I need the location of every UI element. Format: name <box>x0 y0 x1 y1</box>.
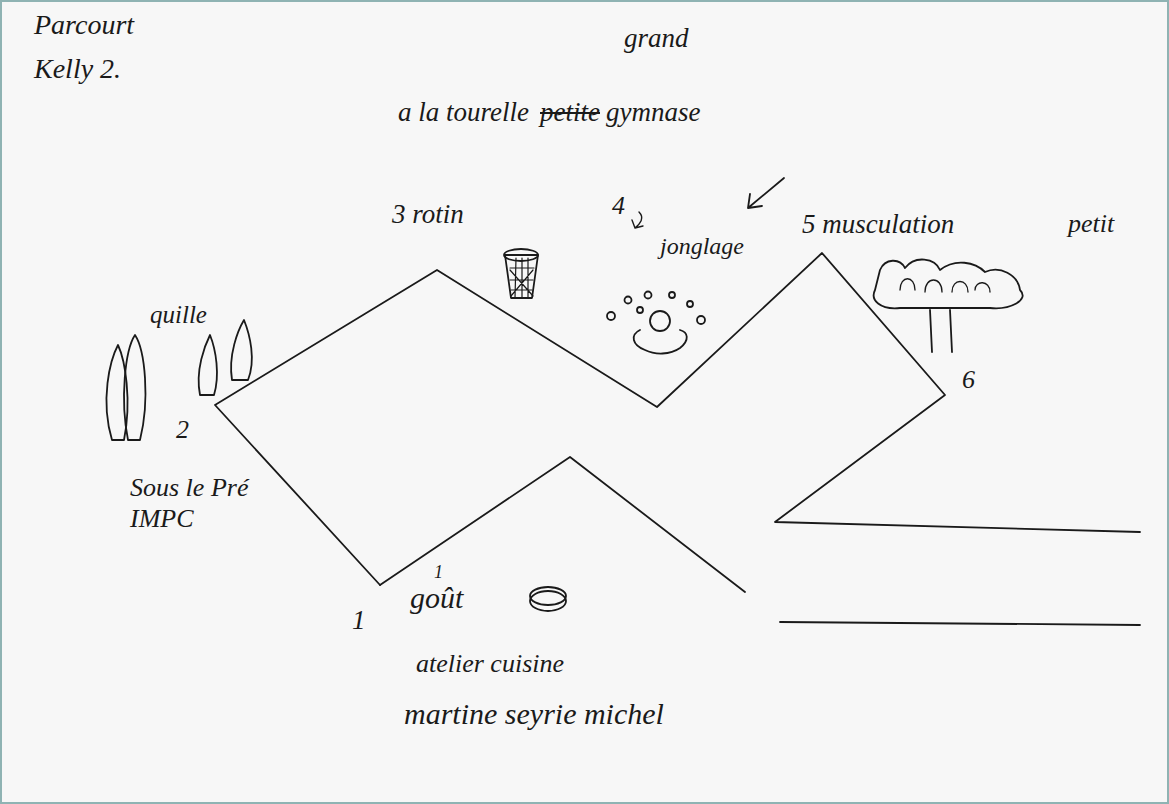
ball-symbol <box>607 312 615 320</box>
handwritten-label: petite <box>540 96 600 128</box>
ball-symbol <box>669 292 675 298</box>
handwritten-label: 4 <box>612 190 625 221</box>
handwritten-label: 3 rotin <box>392 198 464 230</box>
handwritten-label: 1 <box>434 562 443 584</box>
handwritten-label: 5 musculation <box>802 208 954 240</box>
weights-symbol <box>900 279 990 292</box>
course-path-inner <box>380 457 745 592</box>
handwritten-label: grand <box>624 22 689 54</box>
handwritten-label: Kelly 2. <box>34 52 121 86</box>
handwritten-label: Sous le Pré IMPC <box>130 472 280 534</box>
skittle-symbol <box>231 320 252 380</box>
plate-symbol <box>530 587 566 605</box>
ball-symbol <box>625 297 632 304</box>
handwritten-label: 1 <box>352 604 366 636</box>
course-path <box>215 253 1140 585</box>
juggler-body <box>634 330 687 354</box>
handwritten-label: 6 <box>962 364 975 395</box>
weights-symbol <box>874 260 1023 309</box>
pointer-arrow <box>748 178 784 208</box>
handwritten-label: 2 <box>176 414 189 445</box>
handwritten-label: atelier cuisine <box>416 648 564 679</box>
juggler-head <box>650 311 670 331</box>
skittle-symbol <box>199 335 217 395</box>
handwritten-label: a la tourelle <box>398 96 529 128</box>
handwritten-label: jonglage <box>660 232 744 261</box>
bench-leg <box>930 310 932 352</box>
course-path-exit <box>780 622 1140 625</box>
skittle-symbol <box>124 335 145 440</box>
plate-symbol <box>530 591 566 611</box>
ball-symbol <box>645 292 652 299</box>
handwritten-label: Parcourt <box>34 8 134 42</box>
basket-symbol <box>505 255 538 298</box>
basket-weave <box>510 258 534 298</box>
pointer-arrow <box>632 212 643 228</box>
bench-leg <box>950 310 952 352</box>
handwritten-label: quille <box>150 300 207 330</box>
handwritten-label: gymnase <box>606 96 700 128</box>
handwritten-label: petit <box>1068 208 1114 239</box>
handwritten-label: goût <box>410 580 463 616</box>
handwritten-label: martine seyrie michel <box>404 696 664 732</box>
basket-symbol <box>504 249 538 261</box>
ball-symbol <box>637 307 643 313</box>
ball-symbol <box>697 316 705 324</box>
ball-symbol <box>687 301 693 307</box>
